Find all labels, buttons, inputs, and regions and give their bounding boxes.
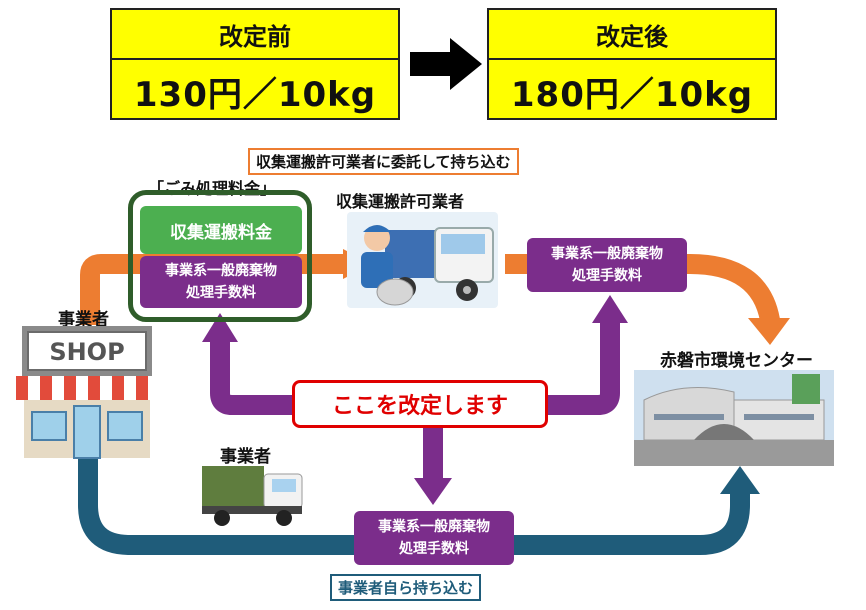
orange-route-arrow [80, 254, 345, 325]
revision-callout: ここを改定します [292, 380, 548, 428]
purple-arrowhead-right [592, 295, 628, 323]
orange-arrowhead-2 [748, 318, 790, 345]
purple-arrowhead-down [414, 478, 452, 505]
processing-fee-3-line1: 事業系一般廃棄物 [378, 519, 490, 535]
fee-after-header: 改定後 [489, 10, 775, 60]
fee-after-value: 180円／10kg [510, 74, 754, 115]
collection-fee-label: 収集運搬料金 [170, 222, 272, 243]
center-label: 赤磐市環境センター [660, 351, 813, 371]
processing-fee-1-line1: 事業系一般廃棄物 [165, 263, 277, 279]
shop-illustration: SHOP [16, 326, 158, 459]
processing-fee-1-line2: 処理手数料 [186, 285, 256, 301]
processing-fee-2-line1: 事業系一般廃棄物 [551, 246, 663, 262]
purple-route-left [210, 338, 300, 415]
processing-fee-box-1: 事業系一般廃棄物 処理手数料 [140, 256, 302, 308]
business-label-shop: 事業者 [58, 310, 109, 330]
purple-arrowhead-left [202, 313, 238, 342]
top-route-label: 収集運搬許可業者に委託して持ち込む [248, 148, 519, 175]
shop-sign-text: SHOP [49, 338, 124, 366]
collection-truck-illustration [347, 212, 498, 308]
purple-route-right [548, 320, 620, 415]
collection-fee-box: 収集運搬料金 [140, 206, 302, 254]
fee-before-box: 改定前 130円／10kg [110, 8, 400, 120]
teal-arrowhead [720, 466, 760, 494]
processing-fee-box-2: 事業系一般廃棄物 処理手数料 [527, 238, 687, 292]
fee-after-box: 改定後 180円／10kg [487, 8, 777, 120]
garbage-fee-bracket [128, 190, 312, 322]
business-truck-illustration [202, 466, 303, 526]
center-building-photo [634, 370, 834, 466]
processing-fee-3-line2: 処理手数料 [399, 541, 469, 557]
fee-before-value: 130円／10kg [133, 74, 377, 115]
fee-before-header: 改定前 [112, 10, 398, 60]
right-arrow-icon [410, 38, 482, 90]
processing-fee-box-3: 事業系一般廃棄物 処理手数料 [354, 511, 514, 565]
orange-route-arrow-2 [505, 254, 780, 323]
bottom-route-label: 事業者自ら持ち込む [330, 574, 482, 601]
business-label-truck: 事業者 [220, 447, 271, 467]
revision-callout-text: ここを改定します [331, 394, 508, 419]
licensed-collector-label: 収集運搬許可業者 [336, 192, 465, 211]
processing-fee-2-line2: 処理手数料 [572, 268, 642, 284]
